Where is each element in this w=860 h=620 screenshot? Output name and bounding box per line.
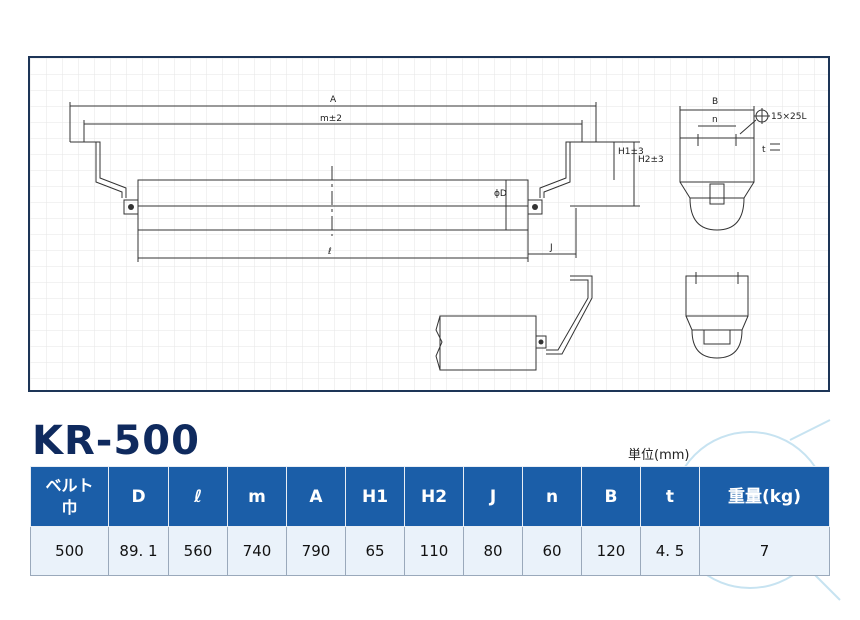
dim-label-hole: 15×25L [771,112,806,122]
cell-belt-width: 500 [30,526,109,576]
cell-t: 4. 5 [640,526,700,576]
cell-b: 120 [581,526,641,576]
technical-drawing: A m±2 ℓ ϕD J H1±3 H2±3 B n 15×25L t [28,56,830,392]
dim-label-t: t [762,145,766,155]
spec-table-header-row: ベルト 巾 D ℓ m A H1 H2 J n B t 重量(kg) [30,466,830,527]
header-n: n [522,466,582,527]
cell-h2: 110 [404,526,464,576]
header-l: ℓ [168,466,228,527]
dim-label-h2: H2±3 [638,155,664,165]
header-j: J [463,466,523,527]
dim-label-d: ϕD [494,189,507,199]
spec-table: ベルト 巾 D ℓ m A H1 H2 J n B t 重量(kg) 500 8… [30,466,830,576]
header-h1: H1 [345,466,405,527]
dim-label-h1: H1±3 [618,147,644,157]
unit-label: 単位(mm) [628,448,690,463]
dim-label-a: A [330,95,337,105]
cell-h1: 65 [345,526,405,576]
header-h2: H2 [404,466,464,527]
header-a: A [286,466,346,527]
product-model-title: KR-500 [32,418,200,464]
header-m: m [227,466,287,527]
table-row: 500 89. 1 560 740 790 65 110 80 60 120 4… [30,526,830,576]
header-d: D [108,466,169,527]
dim-label-b: B [712,97,718,107]
roller-drawing-svg: A m±2 ℓ ϕD J H1±3 H2±3 B n 15×25L t [30,58,828,390]
dim-label-n: n [712,115,718,125]
cell-weight: 7 [699,526,830,576]
dim-label-l: ℓ [327,247,332,257]
cell-n: 60 [522,526,582,576]
cell-j: 80 [463,526,523,576]
cell-d: 89. 1 [108,526,169,576]
cell-m: 740 [227,526,287,576]
header-belt-width-label: ベルト 巾 [45,475,94,517]
header-t: t [640,466,700,527]
header-belt-width: ベルト 巾 [30,466,109,527]
header-b: B [581,466,641,527]
cell-l: 560 [168,526,228,576]
dim-label-m: m±2 [320,114,342,124]
dim-label-j: J [549,243,553,253]
header-weight: 重量(kg) [699,466,830,527]
cell-a: 790 [286,526,346,576]
